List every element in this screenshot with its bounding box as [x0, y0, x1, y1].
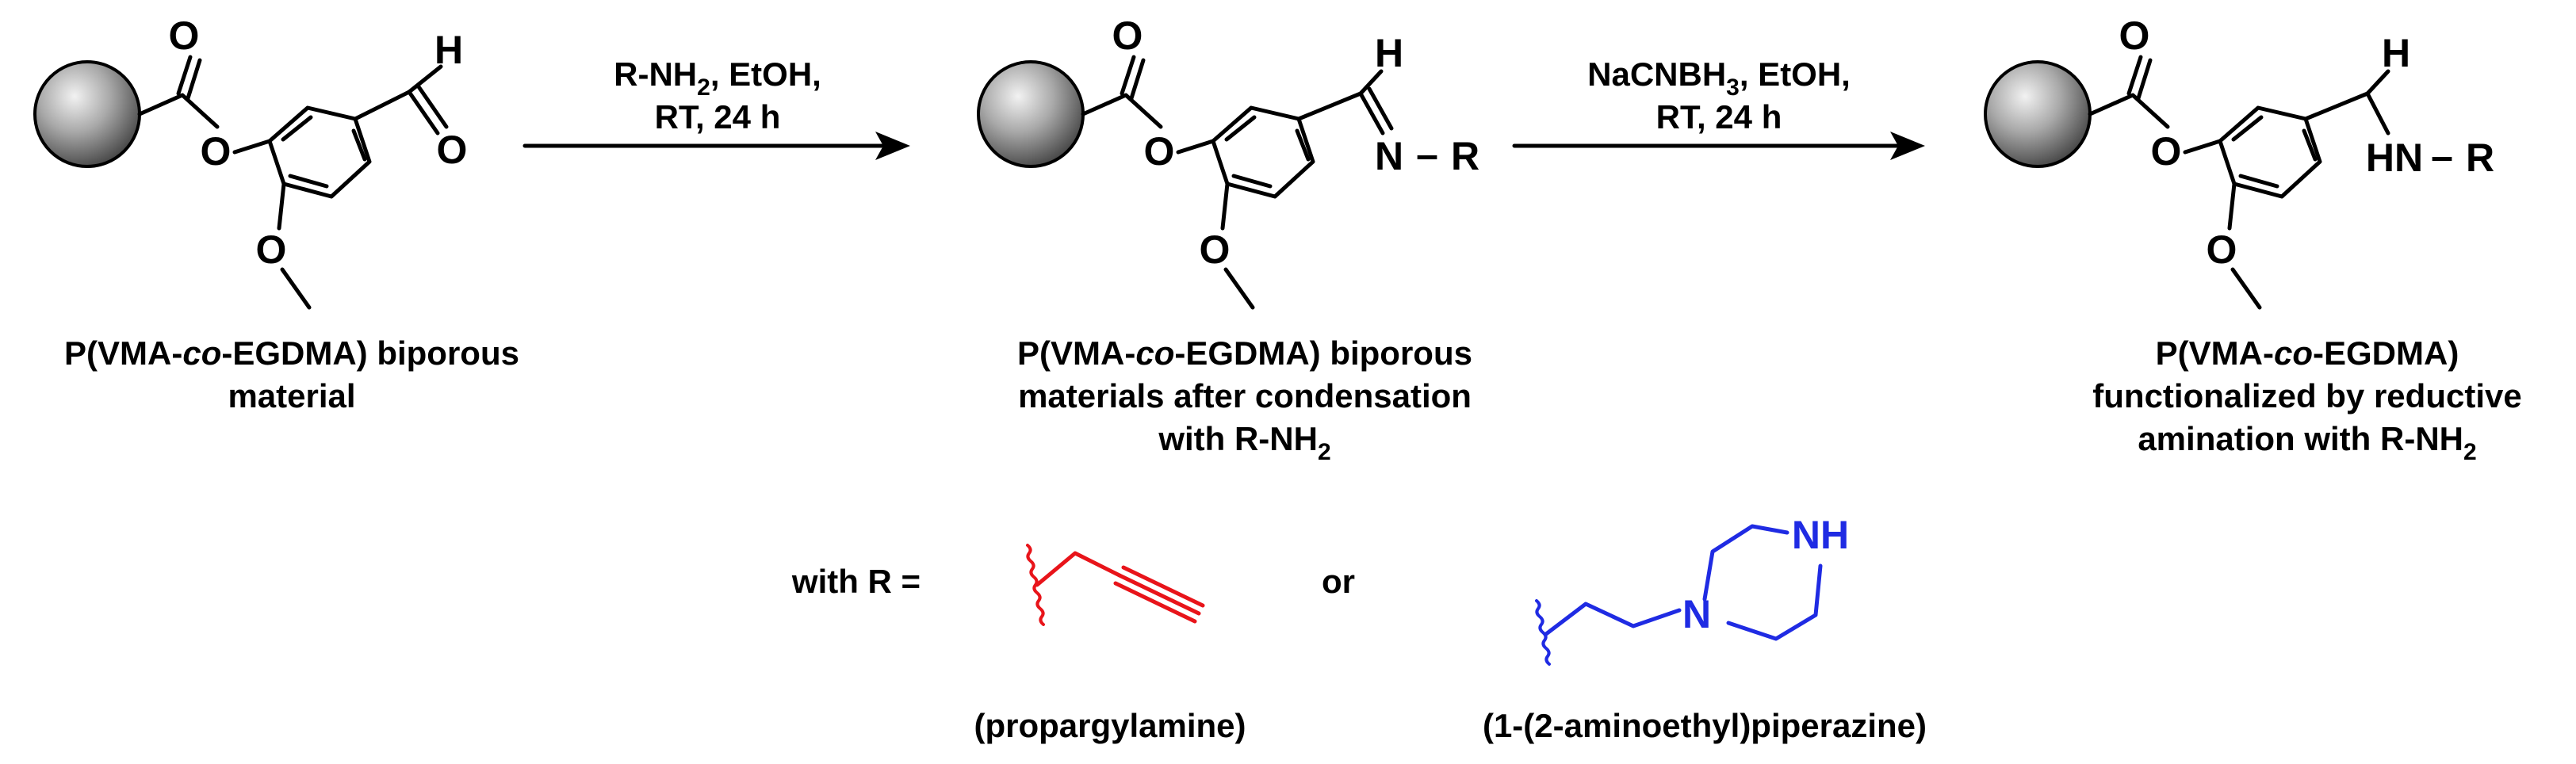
reaction-arrow-1: R-NH2, EtOH, RT, 24 h	[522, 55, 910, 160]
molecule-vanillin-methacrylate: O O H O O	[33, 13, 468, 310]
attachment-wavy-line	[1535, 599, 1551, 666]
atom-benzylic-hydrogen: H	[2382, 31, 2410, 75]
bond-ester	[2088, 93, 2170, 129]
bond-c-n	[2365, 91, 2390, 136]
legend-or: or	[1322, 563, 1355, 600]
atom-imine-hydrogen: H	[1375, 31, 1403, 75]
bond-methyl	[280, 267, 312, 310]
bond-o-aryl	[1176, 139, 1215, 155]
bond-carbonyl	[2126, 55, 2143, 96]
bond-imine-carbon	[1296, 91, 1363, 121]
polymer-bead	[977, 60, 1085, 168]
bond-o-aryl	[232, 139, 272, 155]
step2-conditions: RT, 24 h	[1656, 98, 1782, 136]
caption-compound-3: P(VMA-co-EGDMA) functionalized by reduct…	[2092, 334, 2521, 465]
bond-imine-double	[1358, 91, 1385, 136]
atom-ester-oxygen: O	[2151, 129, 2182, 174]
bond-aldehyde-carbonyl	[407, 90, 440, 136]
legend-option-2: (1-(2-aminoethyl)piperazine)	[1483, 707, 1927, 744]
polymer-bead	[1984, 60, 2092, 168]
bond-carbonyl	[176, 55, 193, 96]
step1-reagent: R-NH2, EtOH,	[614, 55, 821, 101]
bond-carbonyl	[186, 58, 202, 101]
bond-benzylic	[2303, 91, 2370, 121]
atom-aldehyde-hydrogen: H	[434, 28, 463, 72]
atom-carbonyl-oxygen: O	[169, 13, 200, 58]
atom-carbonyl-oxygen: O	[1112, 13, 1143, 58]
atom-amine-dash: –	[2431, 134, 2453, 178]
polymer-bead	[33, 60, 141, 168]
bond-ester	[1081, 93, 1163, 129]
reaction-arrow-2: NaCNBH3, EtOH, RT, 24 h	[1512, 55, 1925, 160]
atom-imine-r: R	[1451, 134, 1479, 178]
bond-methoxy	[2227, 181, 2237, 231]
bond-imine-double	[1367, 86, 1394, 131]
atom-imine-dash: –	[1416, 132, 1438, 177]
step2-reagent: NaCNBH3, EtOH,	[1587, 55, 1851, 101]
svg-text:material: material	[228, 377, 355, 414]
bond-methoxy	[1220, 181, 1230, 231]
atom-piperazine-n: N	[1682, 592, 1711, 636]
atom-piperazine-nh: NH	[1792, 513, 1849, 557]
svg-text:P(VMA-co-EGDMA) biporous: P(VMA-co-EGDMA) biporous	[64, 334, 519, 372]
bond-carbonyl	[2136, 58, 2153, 101]
bond-aldehyde-carbonyl	[415, 83, 449, 129]
caption-compound-2: P(VMA-co-EGDMA) biporous materials after…	[1017, 334, 1472, 465]
atom-ester-oxygen: O	[201, 129, 232, 174]
bond-benzylic-h	[2365, 69, 2390, 96]
atom-carbonyl-oxygen: O	[2119, 13, 2150, 58]
bond-aldehyde-h	[407, 64, 443, 94]
bond-ester	[137, 93, 220, 129]
atom-methoxy-oxygen: O	[2207, 227, 2237, 272]
bond-imine-h	[1358, 69, 1384, 96]
atom-imine-nitrogen: N	[1375, 134, 1403, 178]
bond-aldehyde	[353, 90, 411, 121]
legend-with-r: with R =	[791, 563, 921, 600]
bond-methyl	[2230, 267, 2262, 310]
bond-methoxy	[277, 181, 286, 231]
atom-ester-oxygen: O	[1144, 129, 1175, 174]
svg-text:with R-NH2: with R-NH2	[1158, 420, 1330, 465]
svg-text:functionalized by reductive: functionalized by reductive	[2092, 377, 2521, 414]
molecule-imine: O O H N – R O	[977, 13, 1479, 310]
svg-text:P(VMA-co-EGDMA): P(VMA-co-EGDMA)	[2156, 334, 2459, 372]
molecule-amine: O O H HN – R O	[1984, 13, 2494, 310]
atom-amine-hn: HN	[2366, 136, 2423, 180]
bond-carbonyl	[1129, 58, 1146, 101]
bond-methyl	[1223, 267, 1255, 310]
propargyl-structure	[1026, 544, 1205, 626]
step1-conditions: RT, 24 h	[655, 98, 781, 136]
svg-text:P(VMA-co-EGDMA) biporous: P(VMA-co-EGDMA) biporous	[1017, 334, 1472, 372]
atom-amine-r: R	[2466, 136, 2494, 180]
bond-carbonyl	[1120, 55, 1136, 96]
caption-compound-1: P(VMA-co-EGDMA) biporous material	[64, 334, 519, 414]
legend-option-1: (propargylamine)	[974, 707, 1246, 744]
svg-text:amination with R-NH2: amination with R-NH2	[2138, 420, 2476, 465]
atom-methoxy-oxygen: O	[256, 227, 287, 272]
atom-aldehyde-oxygen: O	[437, 128, 468, 172]
atom-methoxy-oxygen: O	[1200, 227, 1231, 272]
r-group-legend: with R = or N NH (propargylamine) (1-(2-…	[791, 513, 1927, 744]
bond-o-aryl	[2183, 139, 2222, 155]
piperazine-structure: N NH	[1535, 513, 1849, 666]
svg-text:materials after condensation: materials after condensation	[1018, 377, 1472, 414]
